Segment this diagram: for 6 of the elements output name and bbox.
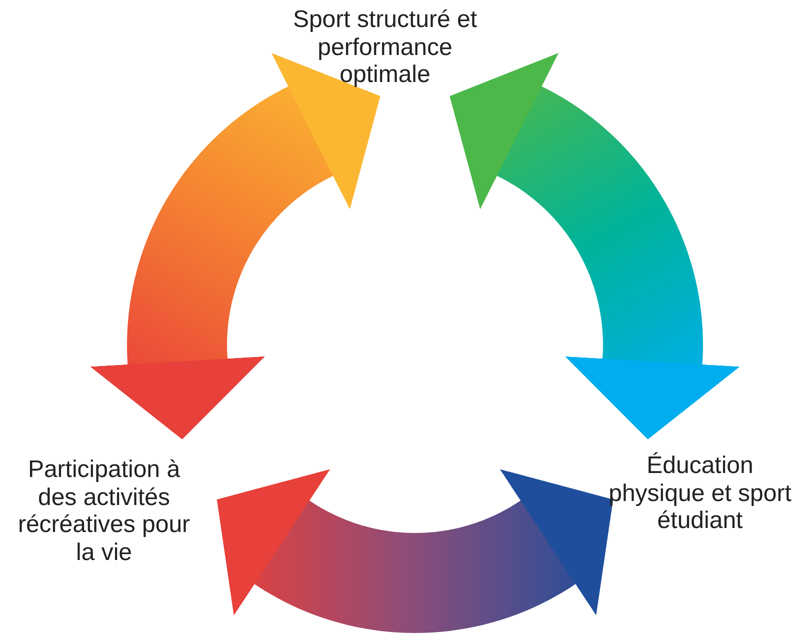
curved-arrow: [216, 469, 614, 633]
curved-arrow: [450, 52, 740, 440]
curved-arrow: [90, 52, 380, 440]
stage-label: Éducation physique et sport étudiant: [608, 452, 792, 535]
stage-label: Participation à des activités récréatives pour la vie: [16, 456, 192, 566]
stage-label: Sport structuré et performance optimale: [292, 6, 478, 89]
